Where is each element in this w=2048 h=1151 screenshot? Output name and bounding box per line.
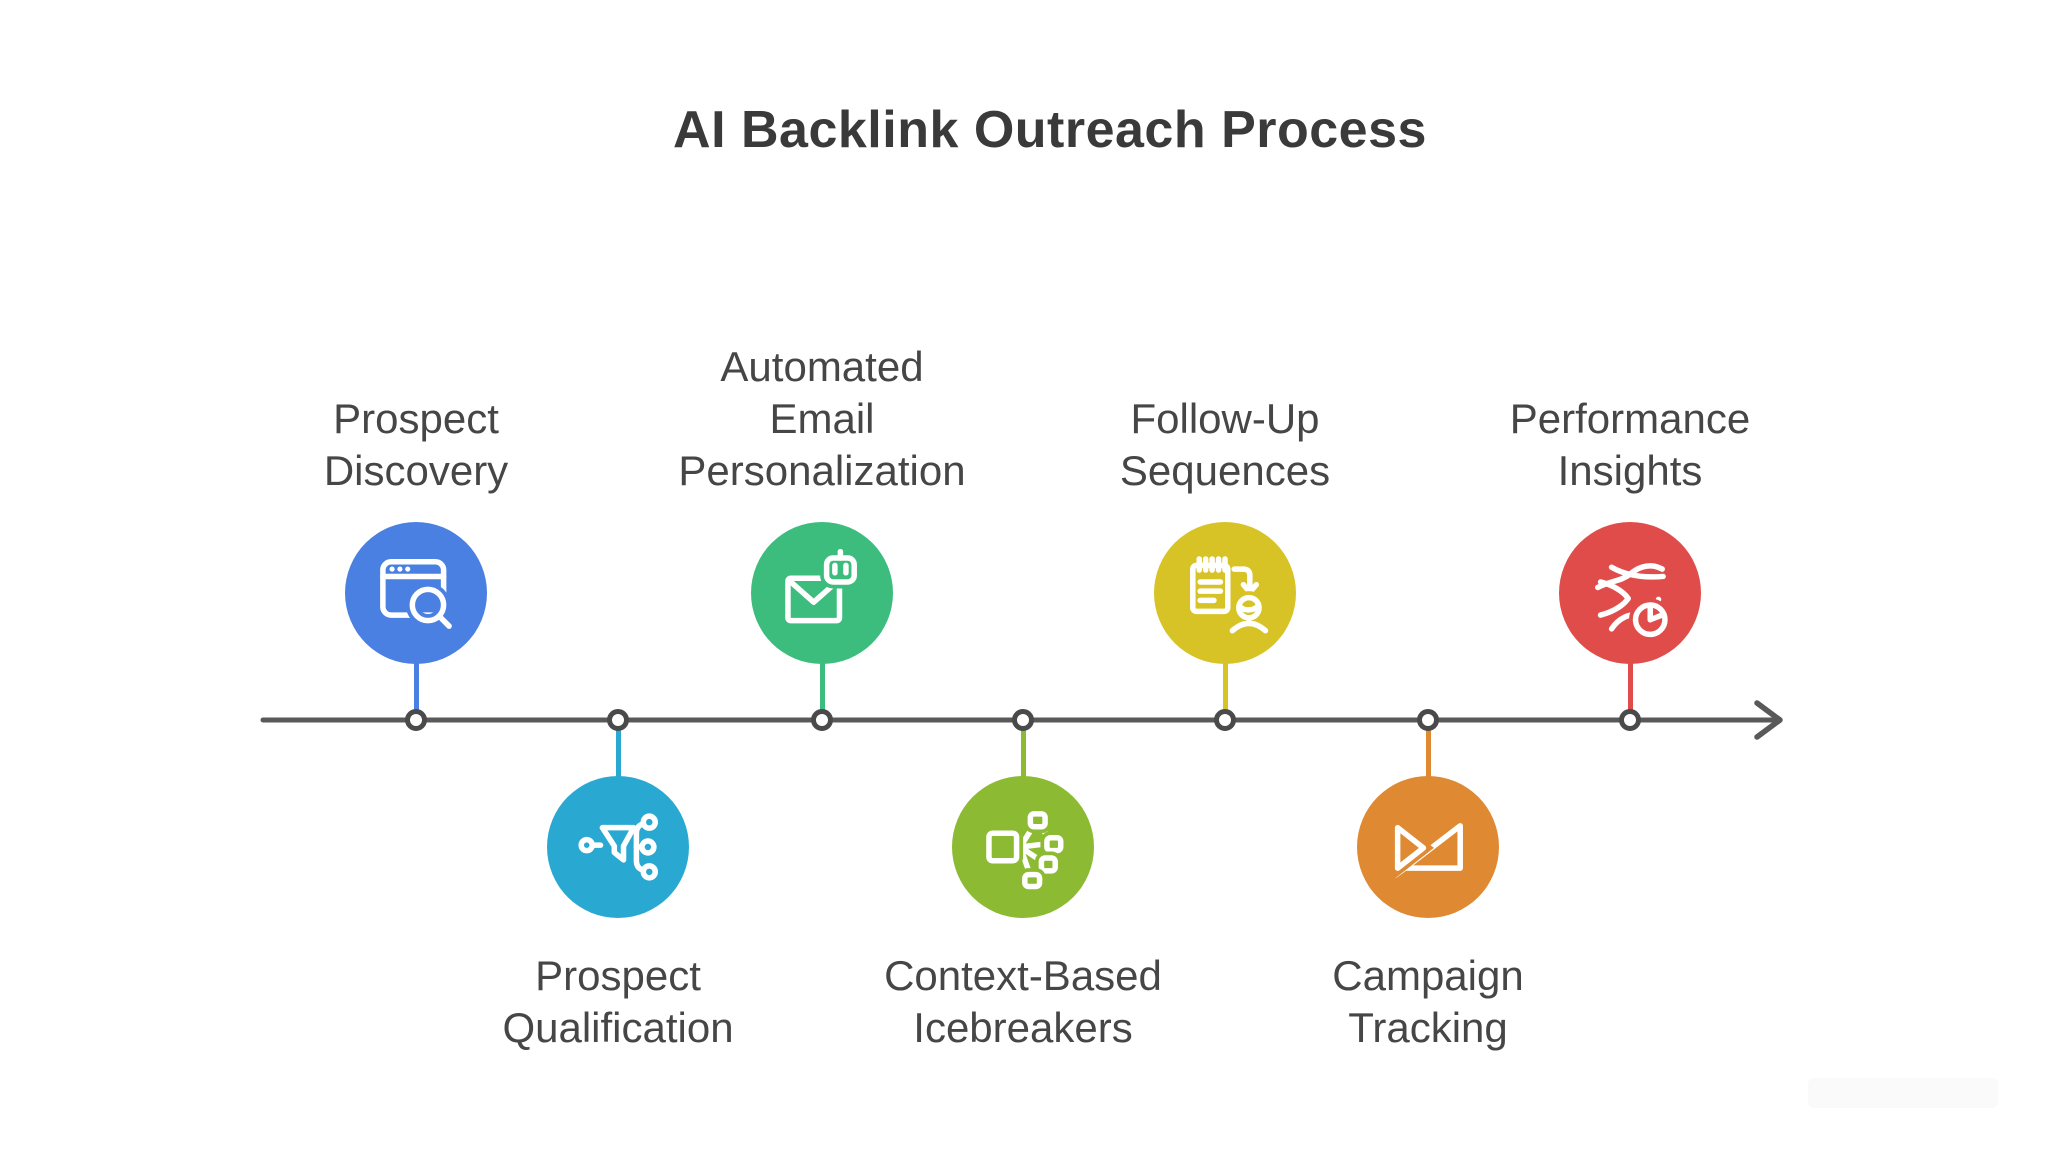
step-label: Campaign Tracking (1332, 952, 1524, 1051)
timeline-dot (1417, 709, 1439, 731)
send-chart-icon (1382, 801, 1474, 893)
timeline-dot (1619, 709, 1641, 731)
connector-line (615, 726, 621, 778)
step-label: Context-Based Icebreakers (884, 952, 1162, 1051)
connector-line (1222, 658, 1228, 714)
watermark (1808, 1078, 1998, 1108)
step-label: Performance Insights (1509, 395, 1751, 494)
step-circle (1559, 522, 1701, 664)
funnel-branch-icon (572, 801, 664, 893)
page-title: AI Backlink Outreach Process (673, 101, 1427, 159)
step-circle (952, 776, 1094, 918)
connector-line (1425, 726, 1431, 778)
step-label: Follow-Up Sequences (1119, 395, 1331, 494)
connector-line (413, 658, 419, 714)
step-circle (547, 776, 689, 918)
timeline-dot (405, 709, 427, 731)
connector-line (1627, 658, 1633, 714)
step-circle (345, 522, 487, 664)
step-circle (751, 522, 893, 664)
flow-piechart-icon (1584, 547, 1676, 639)
timeline-dot (1214, 709, 1236, 731)
browser-search-icon (370, 547, 462, 639)
step-label: Prospect Discovery (323, 395, 509, 494)
step-label: Automated Email Personalization (678, 343, 966, 494)
timeline-dot (811, 709, 833, 731)
connector-line (1020, 726, 1026, 778)
step-circle (1154, 522, 1296, 664)
checklist-person-icon (1179, 547, 1271, 639)
connector-line (819, 658, 825, 714)
step-circle (1357, 776, 1499, 918)
timeline-dot (1012, 709, 1034, 731)
step-label: Prospect Qualification (502, 952, 734, 1051)
timeline-dot (607, 709, 629, 731)
mindmap-icon (977, 801, 1069, 893)
email-robot-icon (776, 547, 868, 639)
arrowhead-icon (1754, 700, 1783, 740)
